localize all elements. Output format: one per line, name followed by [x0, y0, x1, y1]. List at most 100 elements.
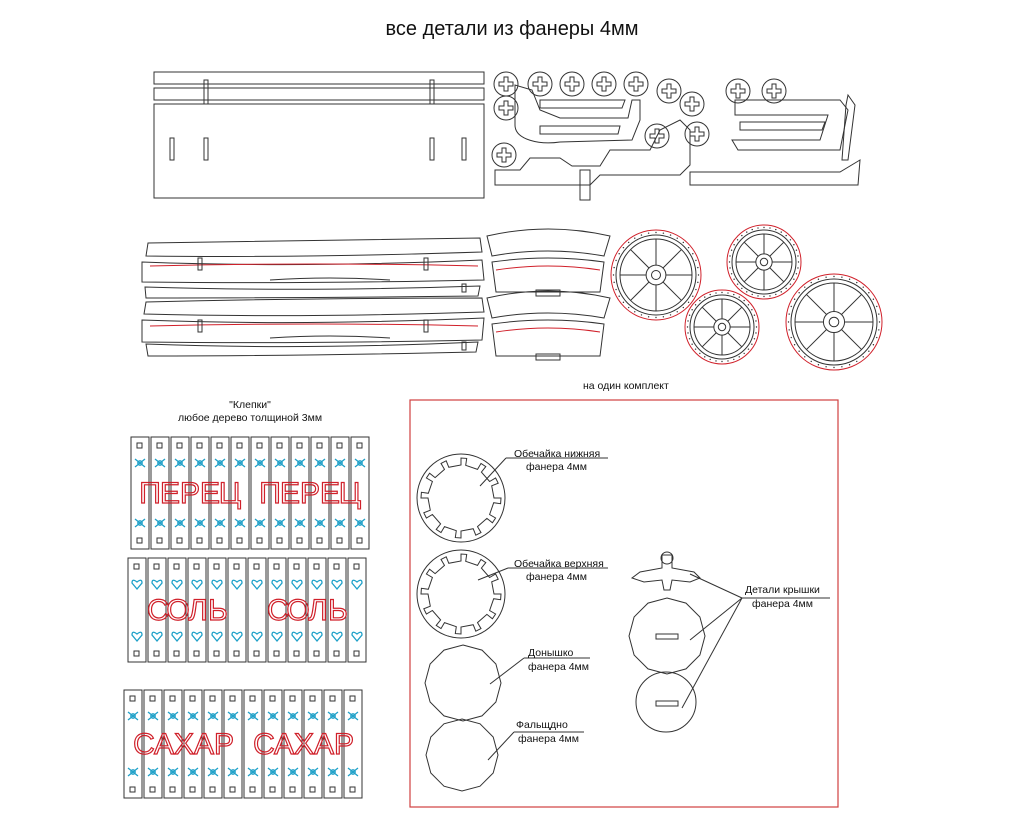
flower-ornament — [154, 518, 166, 528]
flower-ornament — [347, 711, 359, 721]
flower-ornament — [147, 767, 159, 777]
stave-letter: С — [253, 728, 275, 761]
kit-frame — [409, 399, 839, 808]
knob — [644, 123, 670, 149]
flower-ornament — [314, 458, 326, 468]
flower-ornament — [274, 458, 286, 468]
stave-letter: Е — [320, 477, 340, 510]
part-label-false-bottom: Фальщдно — [516, 719, 568, 731]
stave-letter: А — [314, 728, 334, 761]
heart-ornament — [251, 579, 263, 591]
flower-ornament — [167, 711, 179, 721]
flower-ornament — [227, 767, 239, 777]
part-label-upper-ring: Обечайка верхняя — [514, 558, 604, 570]
cart-frame-parts — [494, 84, 861, 201]
heart-ornament — [151, 579, 163, 591]
lid-slot — [655, 633, 679, 640]
flower-ornament — [147, 711, 159, 721]
heart-ornament — [231, 631, 243, 643]
stave-letter: С — [267, 594, 289, 627]
flower-ornament — [334, 458, 346, 468]
upper-ring-inner — [420, 553, 502, 635]
heart-ornament — [251, 631, 263, 643]
plank — [143, 297, 485, 317]
side-planks — [141, 237, 485, 357]
flower-ornament — [334, 518, 346, 528]
stave-letter: А — [154, 728, 174, 761]
flower-ornament — [207, 711, 219, 721]
flower-ornament — [327, 711, 339, 721]
stave-letter: Ь — [208, 594, 228, 627]
flower-ornament — [247, 711, 259, 721]
slot — [203, 137, 209, 161]
flower-ornament — [354, 458, 366, 468]
slot — [429, 79, 435, 105]
flower-ornament — [207, 767, 219, 777]
flower-ornament — [247, 767, 259, 777]
stave-letter: Ц — [339, 477, 361, 510]
flower-ornament — [134, 458, 146, 468]
flower-ornament — [134, 518, 146, 528]
knob — [761, 78, 787, 104]
flower-ornament — [274, 518, 286, 528]
base-strip-middle — [153, 87, 485, 101]
knob — [559, 71, 585, 97]
base-strip-top — [153, 71, 485, 85]
stave-letter: О — [166, 594, 189, 627]
heart-ornament — [271, 631, 283, 643]
part-label-bottom: Донышко — [528, 647, 574, 659]
part-label-lower-ring: Обечайка нижняя — [514, 448, 601, 460]
stave-letter: А — [274, 728, 294, 761]
flower-ornament — [354, 518, 366, 528]
wheel — [785, 273, 883, 371]
flower-ornament — [227, 711, 239, 721]
cart-slot — [539, 125, 621, 135]
knob — [684, 121, 710, 147]
stave-letter: Р — [300, 477, 320, 510]
heart-ornament — [351, 579, 363, 591]
knob — [527, 71, 553, 97]
flower-ornament — [127, 767, 139, 777]
flower-ornament — [174, 518, 186, 528]
staves-title: "Клепки" — [229, 399, 271, 411]
cart-handle — [841, 93, 856, 161]
upper-ring-outer — [416, 549, 506, 639]
stave-letter: П — [139, 477, 161, 510]
slot — [203, 79, 209, 105]
flower-ornament — [174, 458, 186, 468]
lid-insert — [635, 671, 697, 733]
flower-ornament — [254, 518, 266, 528]
plank — [145, 237, 483, 257]
knob — [623, 71, 649, 97]
staves-subtitle: любое дерево толщиной 3мм — [177, 412, 323, 424]
flower-ornament — [314, 518, 326, 528]
slot — [429, 137, 435, 161]
plank — [141, 317, 485, 344]
flower-ornament — [234, 458, 246, 468]
kit-title: на один комплект — [583, 380, 669, 392]
stave-letter: А — [194, 728, 214, 761]
heart-ornament — [291, 631, 303, 643]
plank — [145, 341, 479, 357]
flower-ornament — [154, 458, 166, 468]
lower-ring-inner — [420, 457, 502, 539]
heart-ornament — [311, 631, 323, 643]
stave-letter: С — [147, 594, 169, 627]
knob — [491, 142, 517, 168]
flower-ornament — [187, 767, 199, 777]
heart-ornament — [271, 579, 283, 591]
heart-ornament — [171, 631, 183, 643]
flower-ornament — [127, 711, 139, 721]
wheel — [684, 289, 760, 365]
groove — [269, 277, 391, 281]
stave-letter: Р — [334, 728, 354, 761]
page-title: все детали из фанеры 4мм — [385, 18, 639, 40]
flower-ornament — [267, 711, 279, 721]
part-material-lid: фанера 4мм — [752, 598, 813, 610]
heart-ornament — [211, 579, 223, 591]
knob — [493, 95, 519, 121]
heart-ornament — [131, 579, 143, 591]
